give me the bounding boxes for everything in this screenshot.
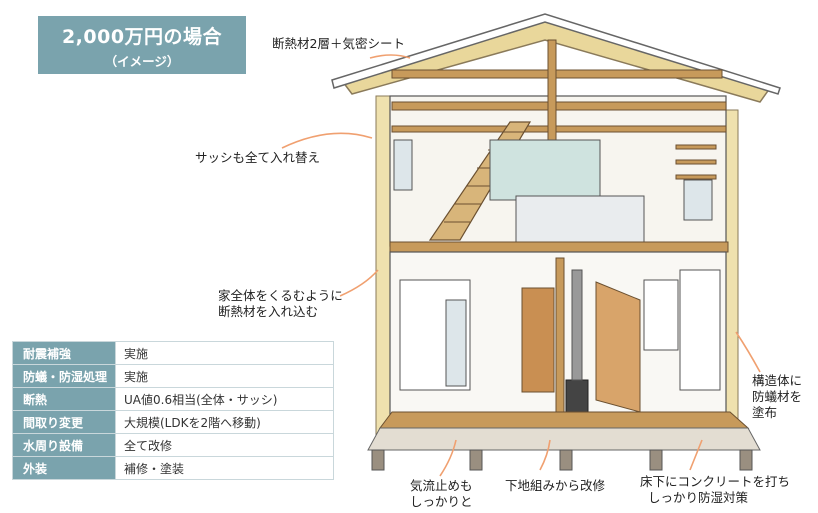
note-airflow-line1: 気流止めも	[410, 478, 473, 493]
upper-window-left	[393, 139, 413, 191]
title-box: 2,000万円の場合 （イメージ）	[38, 16, 246, 74]
spec-item: 水周り設備	[12, 433, 116, 457]
note-roof-insulation: 断熱材2層＋気密シート	[272, 36, 405, 51]
spec-item: 耐震補強	[12, 341, 116, 365]
shelf-unit	[643, 279, 679, 351]
note-termite-line2: 防蟻材を	[752, 389, 803, 404]
center-post-lower	[555, 257, 565, 419]
note-sash: サッシも全て入れ替え	[195, 150, 321, 165]
note-wrap-line2: 断熱材を入れ込む	[218, 304, 319, 319]
spec-value: 大規模(LDKを2階へ移動)	[115, 410, 334, 434]
note-concrete-line2: しっかり防湿対策	[648, 490, 749, 505]
foundation-concrete	[367, 427, 761, 451]
kitchen-tile-wall	[489, 139, 601, 201]
roof-outline	[331, 13, 781, 95]
roof-beam-2	[391, 101, 727, 111]
spec-value: 実施	[115, 364, 334, 388]
right-wall-insulation	[725, 109, 739, 441]
sliding-panel	[595, 281, 641, 413]
bathroom-door	[445, 299, 467, 387]
spec-item: 外装	[12, 456, 116, 480]
title-sub: （イメージ）	[104, 54, 180, 69]
interior-door	[521, 287, 555, 393]
spec-row: 外装 補修・塗装	[12, 456, 334, 480]
roof-beam-3	[391, 125, 727, 133]
spec-row: 水周り設備 全て改修	[12, 433, 334, 457]
note-concrete-line1: 床下にコンクリートを打ち	[640, 474, 791, 489]
spec-value: 補修・塗装	[115, 456, 334, 480]
spec-value: 全て改修	[115, 433, 334, 457]
spec-row: 防蟻・防湿処理 実施	[12, 364, 334, 388]
spec-item: 断熱	[12, 387, 116, 411]
roof-beam-1	[391, 69, 723, 79]
note-foundation: 下地組みから改修	[505, 478, 606, 493]
wood-stove	[565, 379, 589, 417]
spec-table: 耐震補強 実施 防蟻・防湿処理 実施 断熱 UA値0.6相当(全体・サッシ) 間…	[12, 341, 334, 480]
title-main: 2,000万円の場合	[61, 26, 223, 48]
spec-item: 防蟻・防湿処理	[12, 364, 116, 388]
upper-window-right	[683, 179, 713, 221]
note-termite-line1: 構造体に	[752, 373, 803, 388]
spec-row: 間取り変更 大規模(LDKを2階へ移動)	[12, 410, 334, 434]
second-floor-slab	[389, 241, 729, 253]
kitchen-counter	[515, 195, 645, 243]
left-wall-insulation	[375, 95, 391, 437]
note-wrap-line1: 家全体をくるむように	[218, 288, 343, 303]
ground-floor-slab	[379, 411, 750, 429]
spec-row: 耐震補強 実施	[12, 341, 334, 365]
spec-value: 実施	[115, 341, 334, 365]
note-termite-line3: 塗布	[752, 405, 778, 420]
note-airflow-line2: しっかりと	[410, 494, 473, 509]
spec-value: UA値0.6相当(全体・サッシ)	[115, 387, 334, 411]
stove-chimney	[571, 269, 583, 381]
spec-item: 間取り変更	[12, 410, 116, 434]
closet	[679, 269, 721, 391]
spec-row: 断熱 UA値0.6相当(全体・サッシ)	[12, 387, 334, 411]
